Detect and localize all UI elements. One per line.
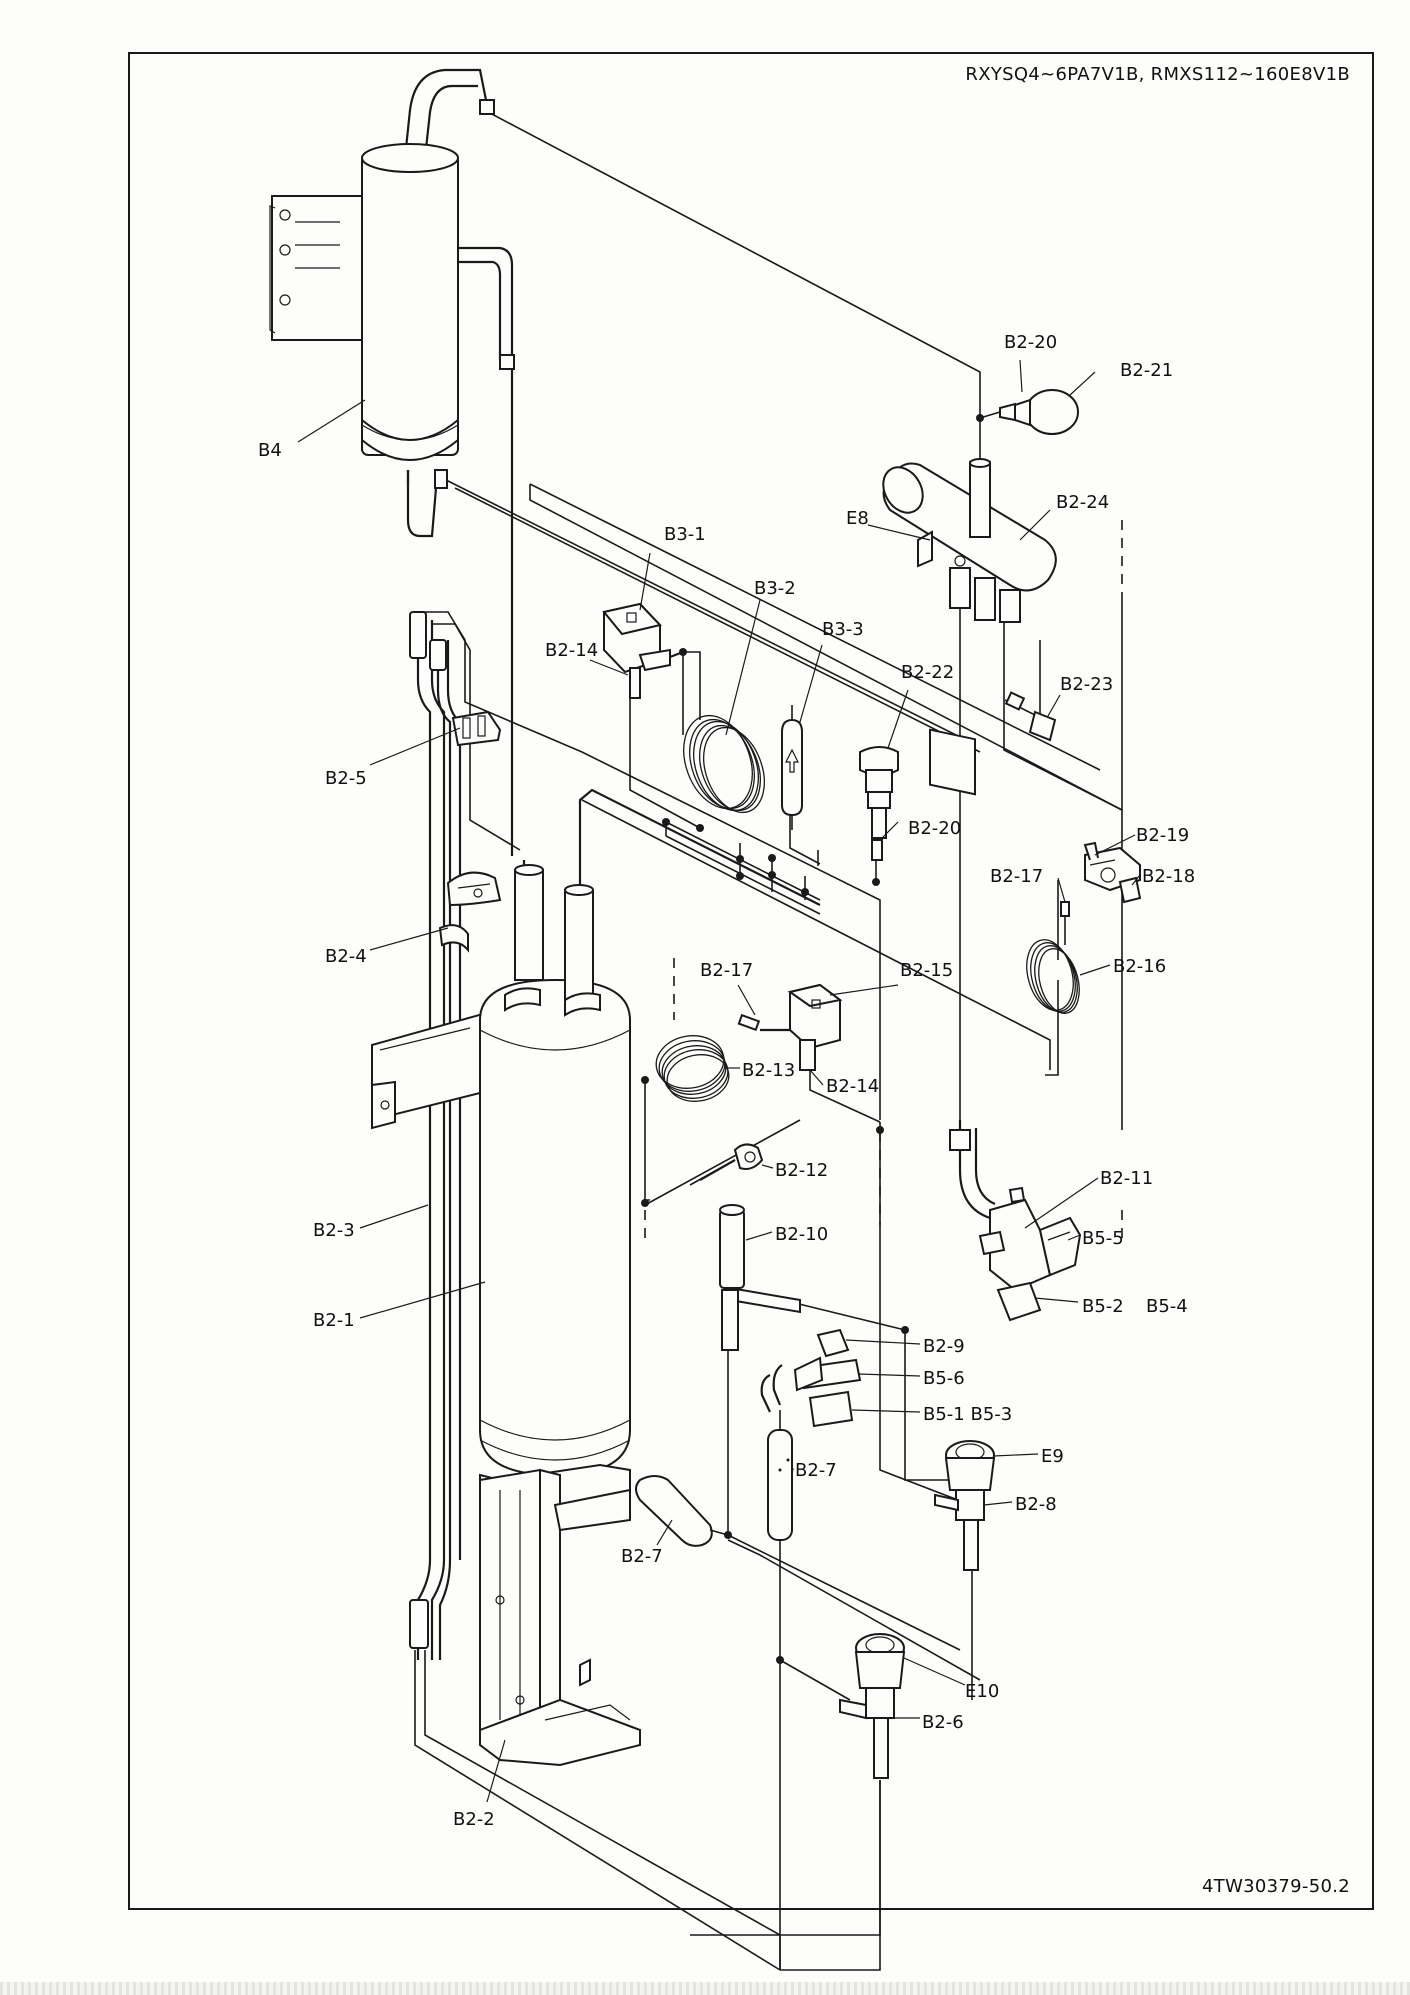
label-b4: B4 <box>258 440 282 461</box>
pipe-network <box>403 68 1123 1971</box>
label-b2-15: B2-15 <box>900 960 953 981</box>
label-e8: E8 <box>846 508 869 529</box>
thermistor-b2-12 <box>689 1143 764 1186</box>
solenoid-coil-b3-1 <box>602 602 684 699</box>
label-b2-20: B2-20 <box>908 818 961 839</box>
sensor-b2-23 <box>1004 691 1057 742</box>
scan-edge-artifact <box>0 1982 1410 1995</box>
label-b3-1: B3-1 <box>664 524 706 545</box>
label-b2-20: B2-20 <box>1004 332 1057 353</box>
label-b2-13: B2-13 <box>742 1060 795 1081</box>
label-b2-19: B2-19 <box>1136 825 1189 846</box>
filter-b3-3 <box>781 705 803 830</box>
compressor-b2-1 <box>371 864 631 1521</box>
label-b5-2: B5-2 <box>1082 1296 1124 1317</box>
label-b2-6: B2-6 <box>922 1712 964 1733</box>
four-way-valve-b2-24 <box>882 458 1057 796</box>
label-b2-12: B2-12 <box>775 1160 828 1181</box>
muffler-b2-7-left <box>635 1475 729 1547</box>
model-number-text: RXYSQ4~6PA7V1B, RMXS112~160E8V1B <box>965 64 1350 85</box>
service-valve-b5-6 <box>760 1328 862 1428</box>
label-b2-17: B2-17 <box>990 866 1043 887</box>
label-b2-9: B2-9 <box>923 1336 965 1357</box>
service-valve-b5-5 <box>978 1186 1082 1322</box>
document-number-text: 4TW30379-50.2 <box>1202 1876 1350 1897</box>
label-b5-6: B5-6 <box>923 1368 965 1389</box>
accumulator-b4 <box>269 143 459 485</box>
capillary-coil-b2-13 <box>655 1035 730 1102</box>
expansion-valve-e10 <box>839 1633 906 1779</box>
capillary-coil-b3-2 <box>683 714 765 814</box>
label-b2-2: B2-2 <box>453 1809 495 1830</box>
label-b3-2: B3-2 <box>754 578 796 599</box>
part-labels: B4 B2-20 B2-21 B2-24 E8 B3-1 B3-2 B3-3 B… <box>258 332 1195 1830</box>
label-b2-7: B2-7 <box>795 1460 837 1481</box>
label-b2-18: B2-18 <box>1142 866 1195 887</box>
label-b2-14: B2-14 <box>826 1076 879 1097</box>
stop-valve-b2-10 <box>719 1204 801 1351</box>
label-b5-5: B5-5 <box>1082 1228 1124 1249</box>
label-b2-11: B2-11 <box>1100 1168 1153 1189</box>
label-b2-14: B2-14 <box>545 640 598 661</box>
label-b5-1-b5-3: B5-1 B5-3 <box>923 1404 1012 1425</box>
label-b5-4: B5-4 <box>1146 1296 1188 1317</box>
label-b2-23: B2-23 <box>1060 674 1113 695</box>
label-b2-22: B2-22 <box>901 662 954 683</box>
pipe-stubs <box>409 99 971 1649</box>
label-b2-17: B2-17 <box>700 960 753 981</box>
label-b2-21: B2-21 <box>1120 360 1173 381</box>
pressure-switch-b2-19 <box>1083 841 1142 904</box>
label-e10: E10 <box>965 1681 999 1702</box>
label-b2-1: B2-1 <box>313 1310 355 1331</box>
expansion-valve-e9 <box>934 1440 996 1571</box>
solenoid-valve-b2-15 <box>737 983 843 1071</box>
drawing-frame <box>128 52 1374 1910</box>
capillary-coil-b2-16 <box>1026 901 1080 1014</box>
label-b2-5: B2-5 <box>325 768 367 789</box>
label-b2-16: B2-16 <box>1113 956 1166 977</box>
label-b2-24: B2-24 <box>1056 492 1109 513</box>
muffler-b2-7-right <box>767 1410 793 1541</box>
label-b2-10: B2-10 <box>775 1224 828 1245</box>
label-b2-3: B2-3 <box>313 1220 355 1241</box>
mounting-bracket-b2-2 <box>479 1468 641 1767</box>
pressure-sensor-b2-22 <box>859 746 899 861</box>
label-e9: E9 <box>1041 1446 1064 1467</box>
pressure-switch-b2-21 <box>976 389 1079 435</box>
label-b2-7: B2-7 <box>621 1546 663 1567</box>
label-b2-4: B2-4 <box>325 946 367 967</box>
label-b2-8: B2-8 <box>1015 1494 1057 1515</box>
label-b3-3: B3-3 <box>822 619 864 640</box>
pipe-clamp-b2-5 <box>438 710 502 953</box>
leader-lines <box>297 359 1141 1803</box>
